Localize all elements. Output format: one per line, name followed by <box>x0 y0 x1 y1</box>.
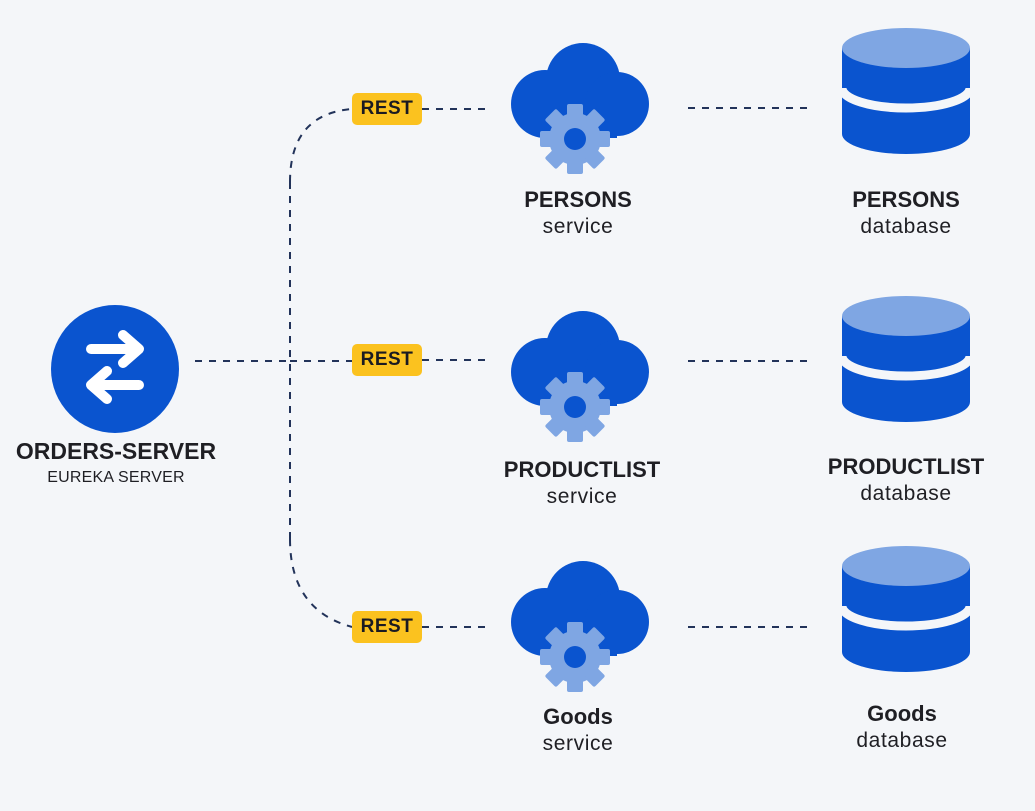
hub-name: ORDERS-SERVER <box>15 438 217 464</box>
database-sub: database <box>860 482 952 505</box>
database-sub: database <box>856 729 948 752</box>
service-sub: service <box>546 485 618 508</box>
cloud-gear-icon <box>511 311 649 442</box>
cloud-gear-icon <box>511 561 649 692</box>
service-label-goods: Goods service <box>468 704 688 758</box>
database-label-persons: PERSONS database <box>796 187 1016 241</box>
database-icon <box>840 546 972 678</box>
orders-server-node <box>51 305 179 433</box>
rest-badge-persons: REST <box>352 93 422 125</box>
database-sub: database <box>860 215 952 238</box>
service-label-productlist: PRODUCTLIST service <box>472 457 692 511</box>
service-name: PERSONS <box>524 187 632 212</box>
service-sub: service <box>542 732 614 755</box>
database-icon <box>840 28 972 160</box>
swap-arrows-icon <box>86 330 144 404</box>
cloud-gear-icon <box>511 43 649 174</box>
hub-subtitle: EUREKA SERVER <box>47 469 185 486</box>
database-name: Goods <box>867 701 937 726</box>
database-label-goods: Goods database <box>792 701 1012 755</box>
service-label-persons: PERSONS service <box>468 187 688 241</box>
service-name: PRODUCTLIST <box>503 457 661 482</box>
service-sub: service <box>542 215 614 238</box>
database-icon <box>840 296 972 428</box>
database-name: PERSONS <box>852 187 960 212</box>
database-label-productlist: PRODUCTLIST database <box>796 454 1016 508</box>
trunk-to-rest-bottom-curve <box>289 538 353 628</box>
rest-badge-productlist: REST <box>352 344 422 376</box>
database-name: PRODUCTLIST <box>827 454 985 479</box>
orders-server-label: ORDERS-SERVER EUREKA SERVER <box>6 438 226 492</box>
trunk-to-rest-top-curve <box>289 108 353 183</box>
rest-badge-goods: REST <box>352 611 422 643</box>
service-name: Goods <box>543 704 613 729</box>
